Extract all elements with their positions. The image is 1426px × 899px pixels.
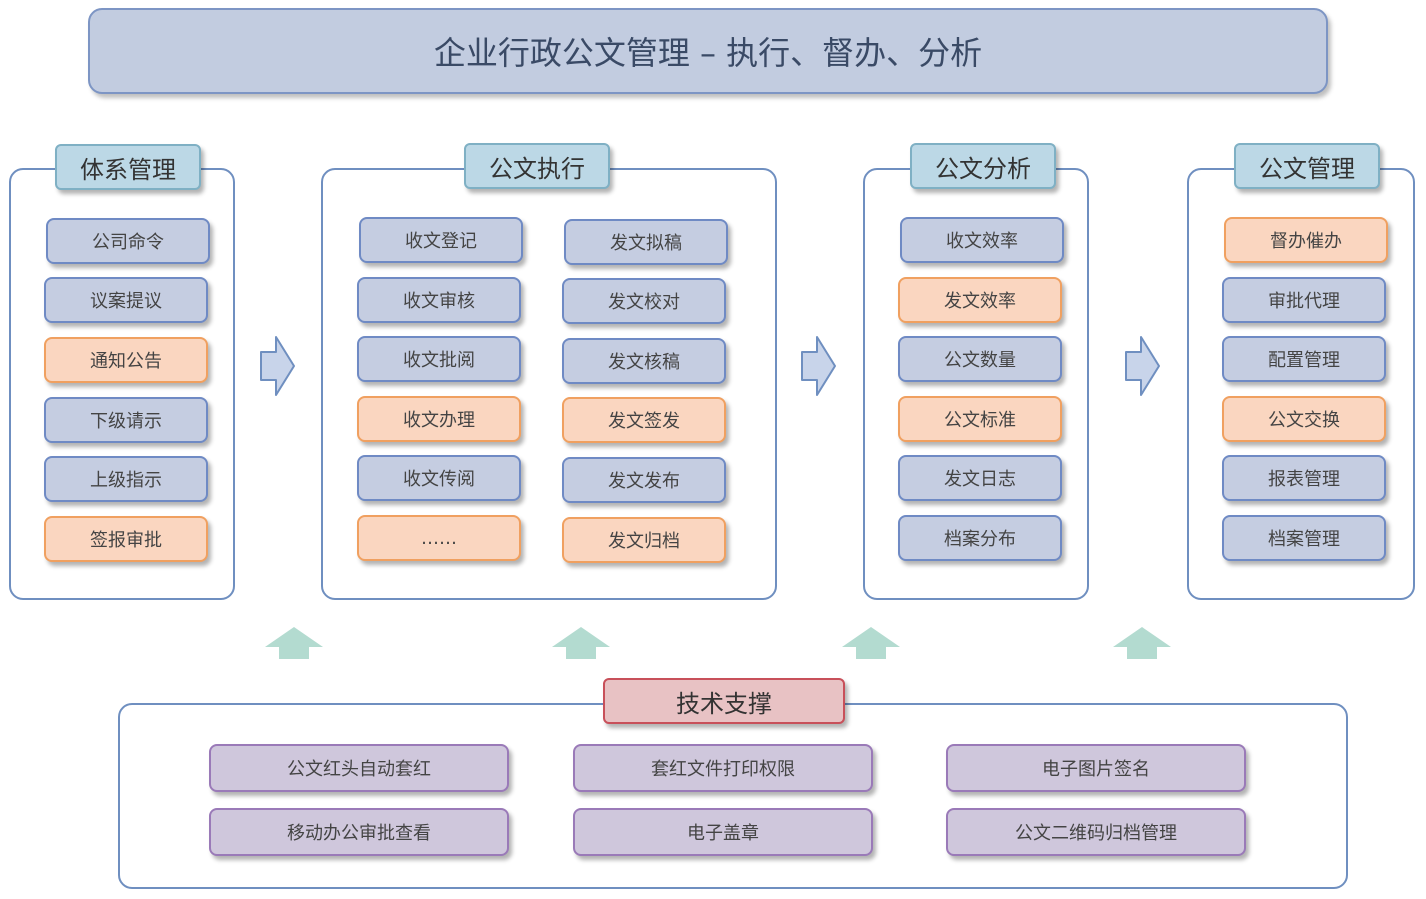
- flow-arrow-icon: [801, 336, 836, 396]
- management-label: 公文管理: [1234, 143, 1380, 189]
- execution-send-item: 发文核稿: [562, 338, 726, 384]
- flow-arrow-icon: [260, 336, 295, 396]
- execution-send-item: 发文发布: [562, 457, 726, 503]
- management-item: 公文交换: [1222, 396, 1386, 442]
- execution-label: 公文执行: [464, 143, 610, 189]
- execution-receive-item: 收文审核: [357, 277, 521, 323]
- system-item: 公司命令: [46, 218, 210, 264]
- tech-item: 电子图片签名: [946, 744, 1246, 792]
- execution-send-item: 发文拟稿: [564, 219, 728, 265]
- execution-send-item: 发文签发: [562, 397, 726, 443]
- analysis-item: 公文标准: [898, 396, 1062, 442]
- tech-item: 电子盖章: [573, 808, 873, 856]
- tech-item: 移动办公审批查看: [209, 808, 509, 856]
- execution-send-item: 发文校对: [562, 278, 726, 324]
- flow-arrow-icon: [1125, 336, 1160, 396]
- analysis-item: 档案分布: [898, 515, 1062, 561]
- up-arrow-icon: [265, 627, 323, 659]
- tech-frame: [118, 703, 1348, 889]
- system-item: 通知公告: [44, 337, 208, 383]
- management-item: 报表管理: [1222, 455, 1386, 501]
- up-arrow-icon: [552, 627, 610, 659]
- up-arrow-icon: [842, 627, 900, 659]
- execution-receive-item: 收文登记: [359, 217, 523, 263]
- tech-item: 套红文件打印权限: [573, 744, 873, 792]
- analysis-item: 发文效率: [898, 277, 1062, 323]
- up-arrow-icon: [1113, 627, 1171, 659]
- tech-support-label: 技术支撑: [603, 678, 845, 724]
- page-title: 企业行政公文管理 – 执行、督办、分析: [88, 8, 1328, 94]
- management-item: 督办催办: [1224, 217, 1388, 263]
- management-item: 配置管理: [1222, 336, 1386, 382]
- tech-item: 公文二维码归档管理: [946, 808, 1246, 856]
- analysis-label: 公文分析: [910, 143, 1056, 189]
- analysis-item: 收文效率: [900, 217, 1064, 263]
- execution-receive-item: 收文办理: [357, 396, 521, 442]
- execution-receive-item: 收文传阅: [357, 455, 521, 501]
- system-item: 下级请示: [44, 397, 208, 443]
- analysis-item: 公文数量: [898, 336, 1062, 382]
- management-item: 审批代理: [1222, 277, 1386, 323]
- execution-receive-item: ……: [357, 515, 521, 561]
- tech-item: 公文红头自动套红: [209, 744, 509, 792]
- system-item: 议案提议: [44, 277, 208, 323]
- management-item: 档案管理: [1222, 515, 1386, 561]
- analysis-item: 发文日志: [898, 455, 1062, 501]
- system-label: 体系管理: [55, 144, 201, 190]
- system-item: 签报审批: [44, 516, 208, 562]
- execution-send-item: 发文归档: [562, 517, 726, 563]
- system-item: 上级指示: [44, 456, 208, 502]
- execution-receive-item: 收文批阅: [357, 336, 521, 382]
